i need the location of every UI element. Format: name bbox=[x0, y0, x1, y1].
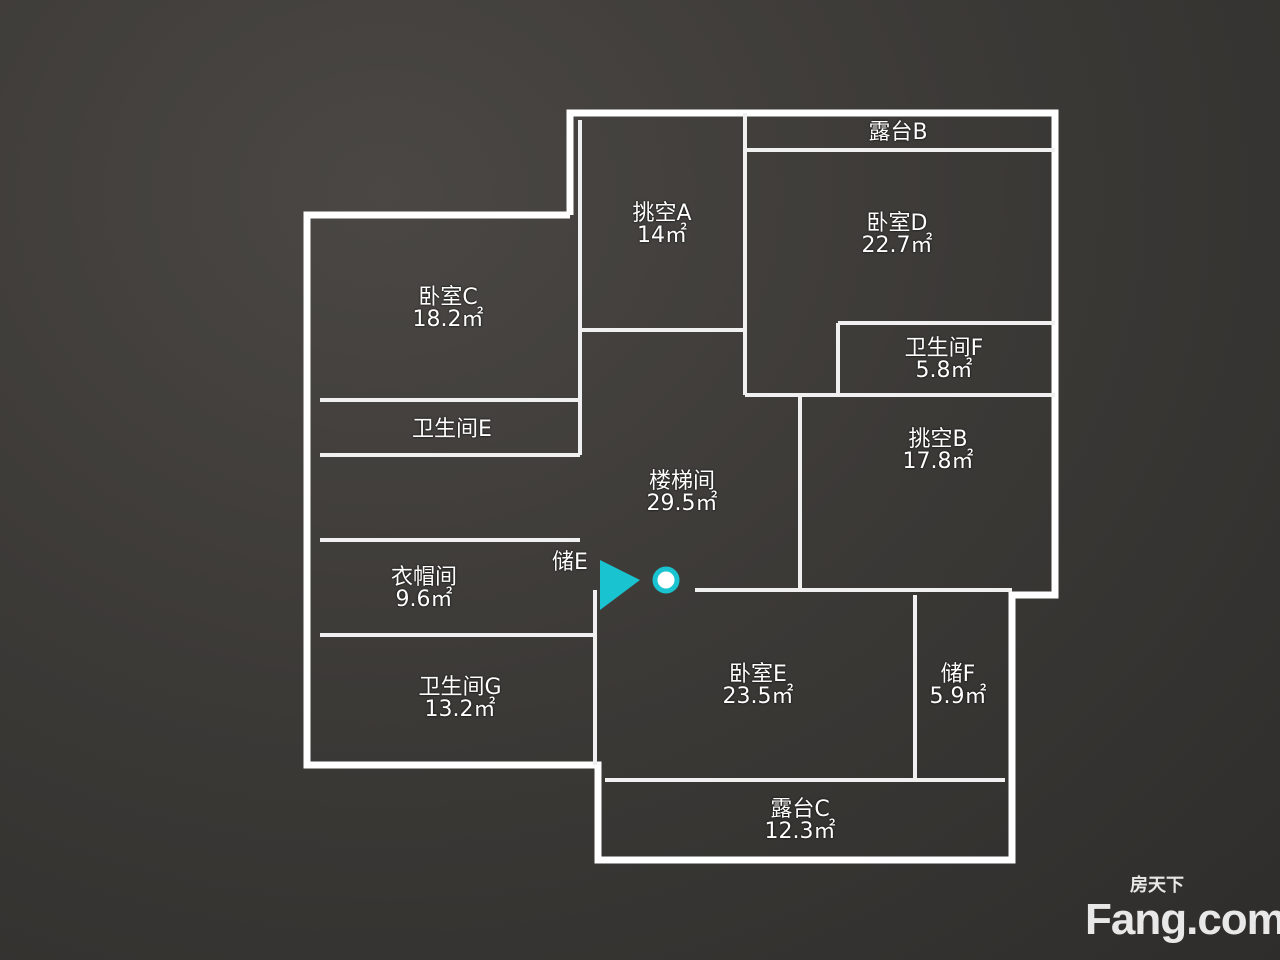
view-direction-icon bbox=[600, 560, 640, 610]
room-name: 衣帽间 bbox=[390, 565, 458, 590]
room-name: 楼梯间 bbox=[648, 469, 715, 494]
room-name: 露台B bbox=[868, 120, 928, 145]
room-name: 卧室D bbox=[866, 211, 928, 236]
room-terrace-b: 露台B bbox=[868, 122, 927, 144]
room-area: 9.6㎡ bbox=[395, 587, 453, 612]
room-area: 29.5㎡ bbox=[646, 491, 718, 516]
room-area: 23.5㎡ bbox=[722, 684, 794, 709]
room-area: 18.2㎡ bbox=[412, 307, 484, 332]
room-name: 卫生间F bbox=[904, 336, 984, 361]
room-area: 12.3㎡ bbox=[764, 819, 836, 844]
current-position-marker[interactable] bbox=[652, 566, 680, 594]
room-name: 卫生间G bbox=[418, 675, 502, 700]
room-name: 露台C bbox=[770, 797, 830, 822]
room-area: 22.7㎡ bbox=[861, 233, 933, 258]
room-name: 挑空A bbox=[632, 201, 692, 226]
room-area: 14㎡ bbox=[637, 223, 687, 248]
room-area: 17.8㎡ bbox=[902, 449, 974, 474]
room-area: 5.9㎡ bbox=[929, 684, 987, 709]
room-area: 13.2㎡ bbox=[424, 697, 496, 722]
room-name: 卧室E bbox=[729, 662, 787, 687]
room-bathroom-e: 卫生间E bbox=[412, 419, 492, 441]
logo-cn: 房天下 bbox=[1130, 875, 1184, 896]
room-name: 卧室C bbox=[418, 285, 478, 310]
room-name: 储E bbox=[552, 550, 588, 575]
room-name: 卫生间E bbox=[412, 417, 492, 442]
room-storage-e: 储E bbox=[552, 552, 588, 574]
room-name: 挑空B bbox=[908, 427, 968, 452]
logo-en: Fang.com bbox=[1085, 895, 1280, 944]
room-name: 储F bbox=[940, 662, 976, 687]
room-area: 5.8㎡ bbox=[915, 358, 973, 383]
